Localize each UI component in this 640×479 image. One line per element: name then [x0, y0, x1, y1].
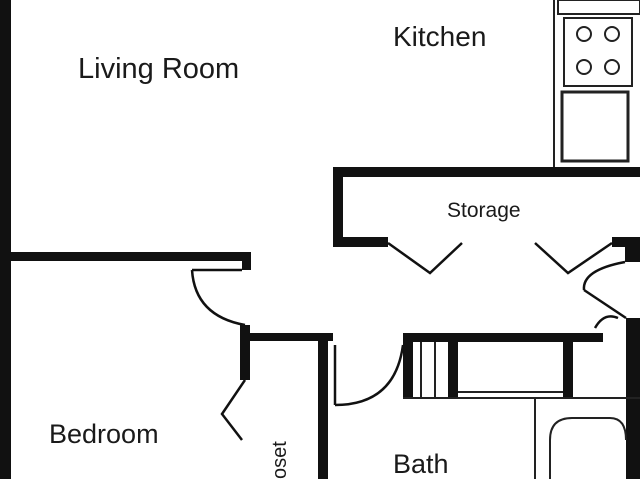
- stove-burner-icon: [576, 59, 592, 75]
- wall-bath-top: [403, 333, 603, 342]
- storage-door-left: [387, 241, 463, 275]
- wall-bath-left-stub: [403, 333, 413, 398]
- wall-closet-right: [318, 333, 328, 479]
- storage-door-right: [534, 241, 613, 275]
- label-bath: Bath: [393, 449, 449, 479]
- bath-door-arc: [334, 344, 405, 407]
- bedroom-door-arc: [190, 269, 246, 327]
- kitchen-upper-cabinet: [557, 0, 640, 15]
- wall-living-bedroom: [11, 252, 251, 261]
- wall-storage-right-stub: [625, 237, 640, 262]
- wall-storage-left: [333, 167, 343, 247]
- hall-door-leaf: [583, 288, 627, 320]
- stove-burner-icon: [604, 59, 620, 75]
- label-kitchen: Kitchen: [393, 21, 486, 52]
- wall-closet-top: [240, 333, 333, 341]
- hall-door-arc: [582, 260, 626, 291]
- wall-bath-vanity-right: [563, 333, 573, 398]
- stove: [563, 17, 633, 87]
- stove-burner-icon: [576, 26, 592, 42]
- exterior-wall-left: [0, 0, 11, 479]
- hall-door-arc-2: [593, 315, 619, 329]
- refrigerator: [560, 90, 630, 163]
- bathtub: [549, 417, 627, 479]
- label-closet: oset: [269, 441, 291, 479]
- label-living-room: Living Room: [78, 53, 239, 85]
- closet-door-leaf: [220, 379, 247, 441]
- label-bedroom: Bedroom: [49, 419, 159, 449]
- fixtures: [403, 0, 640, 479]
- stove-burner-icon: [604, 26, 620, 42]
- label-storage: Storage: [447, 199, 521, 222]
- wall-storage-bottom-left: [333, 237, 388, 247]
- doors: [190, 241, 627, 441]
- wall-closet-left-upper: [240, 325, 250, 380]
- wall-storage-top: [333, 167, 640, 177]
- wall-stub-bedroom: [242, 252, 251, 270]
- wall-bath-vanity-mid: [448, 333, 458, 398]
